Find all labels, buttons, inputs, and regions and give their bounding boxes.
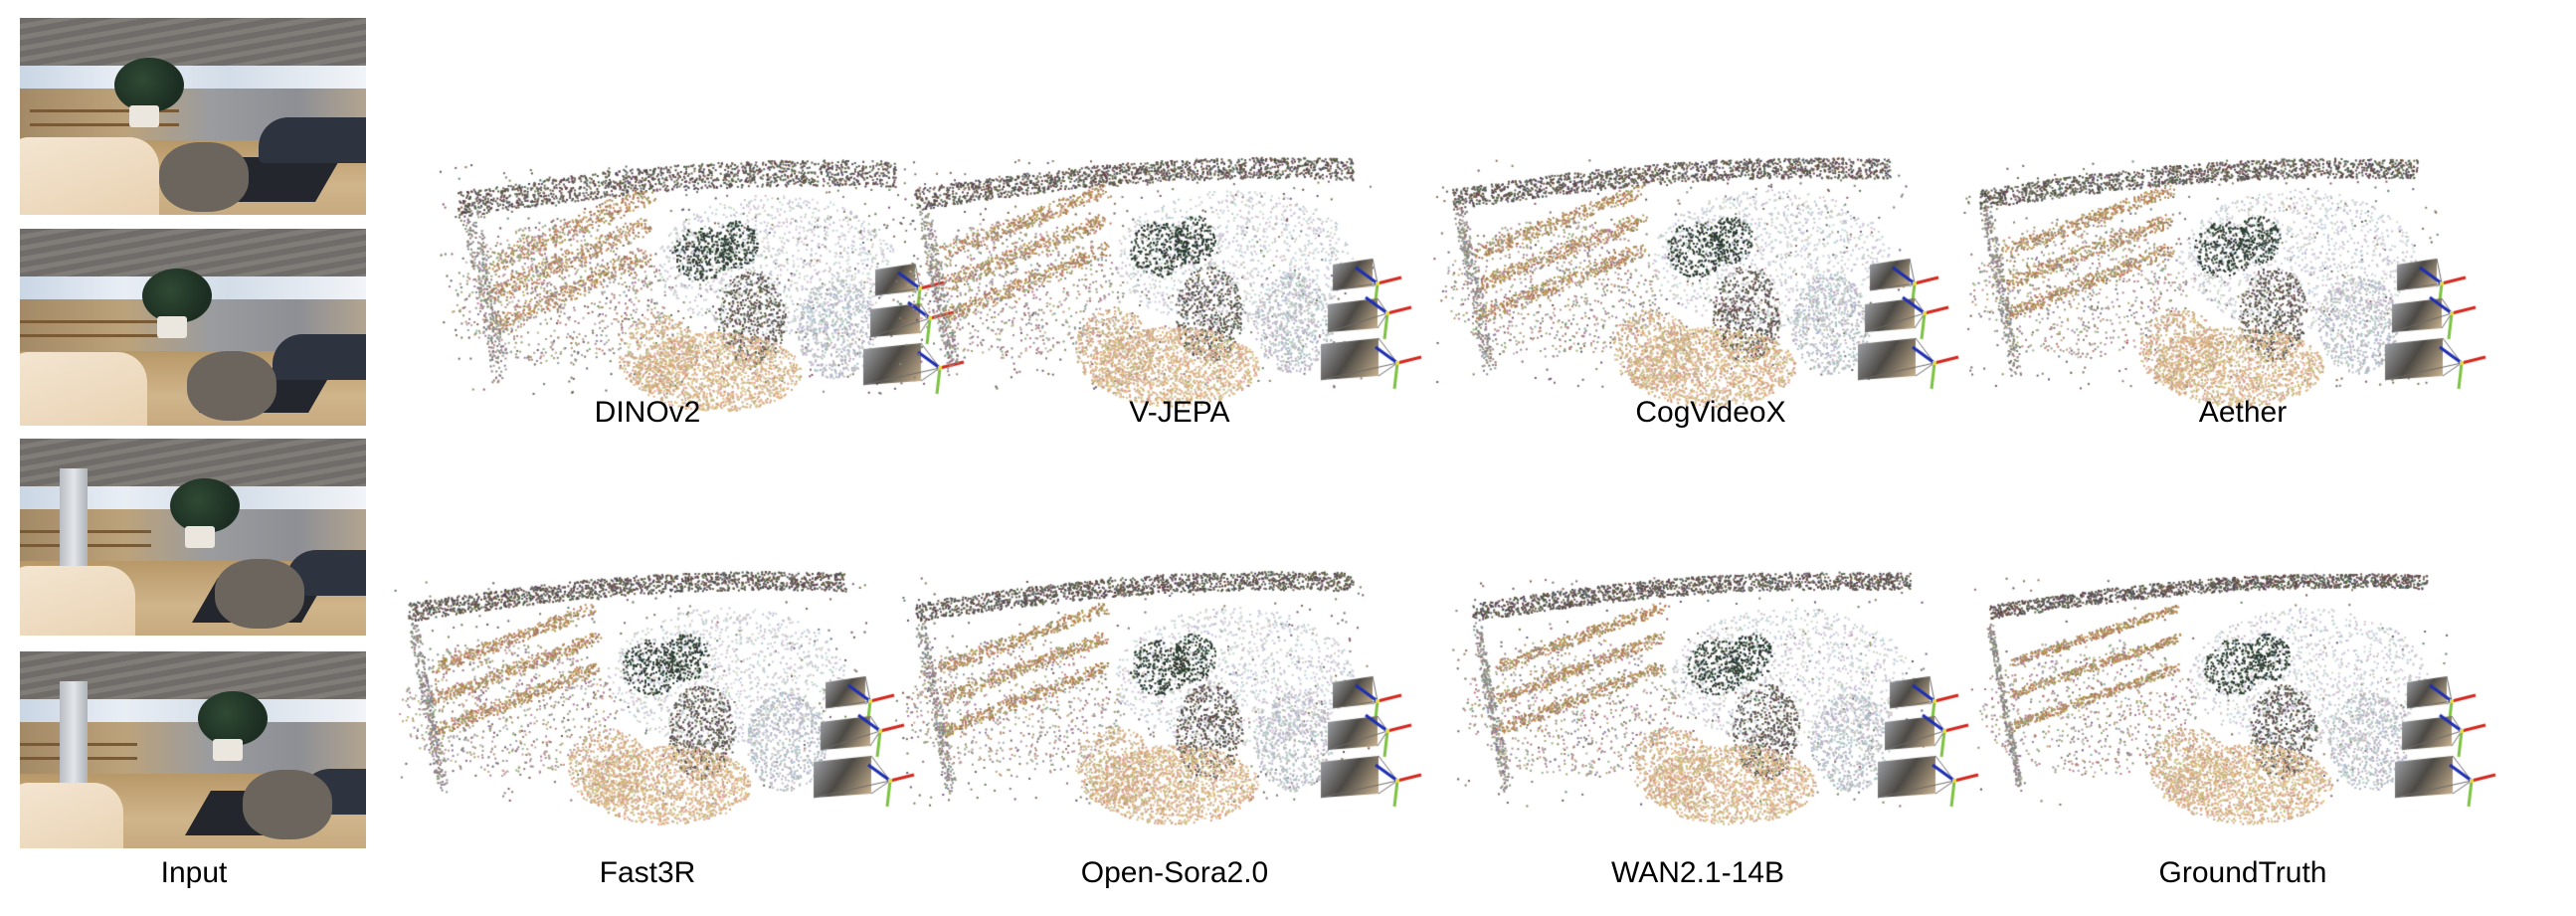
point-cloud-fast3r [368,557,925,865]
input-frame-4 [20,651,366,848]
point-cloud-render [1432,557,1989,865]
point-cloud-v-jepa [875,139,1432,448]
input-frame-2 [20,229,366,426]
point-cloud-render [1939,139,2496,448]
label-input: Input [160,856,228,889]
label-wan2.1-14b: WAN2.1-14B [1611,856,1784,889]
point-cloud-render [1949,557,2506,865]
input-frame-1 [20,18,366,215]
label-v-jepa: V-JEPA [1129,396,1230,429]
label-groundtruth: GroundTruth [2158,856,2327,889]
label-aether: Aether [2198,396,2288,429]
label-cogvideox: CogVideoX [1635,396,1786,429]
input-frame-3 [20,439,366,636]
label-open-sora2.0: Open-Sora2.0 [1080,856,1269,889]
point-cloud-cogvideox [1412,139,1969,448]
label-dinov2: DINOv2 [594,396,701,429]
point-cloud-aether [1939,139,2496,448]
point-cloud-render [875,557,1432,865]
point-cloud-render [368,557,925,865]
point-cloud-open-sora2.0 [875,557,1432,865]
point-cloud-render [1412,139,1969,448]
point-cloud-groundtruth [1949,557,2506,865]
label-fast3r: Fast3R [599,856,696,889]
point-cloud-wan2.1-14b [1432,557,1989,865]
point-cloud-render [875,139,1432,448]
